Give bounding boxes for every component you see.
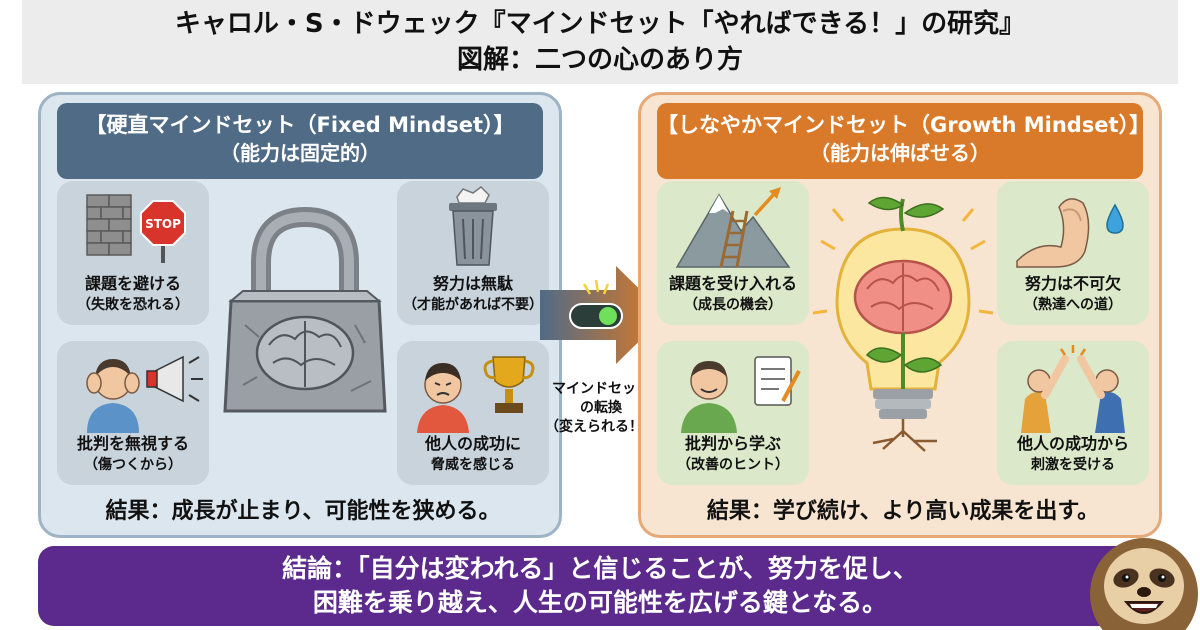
conclusion-banner: 結論：「自分は変われる」と信じることが、努力を促し、 困難を乗り越え、人生の可能… — [38, 546, 1162, 626]
stone-padlock-brain-icon — [223, 206, 387, 413]
high-five-icon — [1021, 345, 1125, 433]
fixed-item-ignore-criticism: 批判を無視する （傷つくから） — [57, 341, 209, 485]
fixed-item-effort-useless: 努力は無駄 （才能があれば不要） — [397, 181, 549, 325]
sloth-mascot-icon — [1090, 538, 1198, 630]
growth-item-inspired-by-success: 他人の成功から 刺激を受ける — [997, 341, 1149, 485]
growth-item-effort-essential: 努力は不可欠 （熟達への道） — [997, 181, 1149, 325]
growth-header-title: 【しなやかマインドセット（Growth Mindset）】 — [657, 113, 1151, 137]
growth-item-3-sublabel: （改善のヒント） — [677, 457, 789, 473]
growth-item-4-sublabel: 刺激を受ける — [1031, 457, 1115, 473]
growth-item-embrace-challenges: 課題を受け入れる （成長の機会） — [657, 181, 809, 325]
growth-item-1-label: 課題を受け入れる — [668, 274, 797, 293]
mindset-shift-arrow — [540, 260, 668, 370]
growth-item-3-label: 批判から学ぶ — [684, 434, 781, 453]
growth-item-learn-from-criticism: 批判から学ぶ （改善のヒント） — [657, 341, 809, 485]
mountain-ladder-icon — [675, 187, 791, 268]
frowning-person-trophy-icon — [417, 356, 535, 433]
mindset-shift-line-1: マインドセット — [552, 381, 650, 397]
fixed-item-3-label: 批判を無視する — [76, 434, 189, 453]
flexed-arm-sweat-icon — [1016, 198, 1124, 268]
mindset-shift-label: マインドセット の転換 （変えられる！） — [526, 380, 676, 437]
growth-item-2-label: 努力は不可欠 — [1024, 274, 1121, 293]
fixed-panel-header: 【硬直マインドセット（Fixed Mindset）】 （能力は固定的） — [57, 103, 543, 179]
fixed-header-subtitle: （能力は固定的） — [220, 141, 380, 165]
growth-item-1-sublabel: （成長の機会） — [684, 297, 782, 313]
growth-item-4-label: 他人の成功から — [1016, 434, 1129, 453]
fixed-item-2-sublabel: （才能があれば不要） — [403, 297, 543, 313]
person-covering-ears-megaphone-icon — [86, 355, 203, 433]
conclusion-line-2: 困難を乗り越え、人生の可能性を広げる鍵となる。 — [312, 588, 888, 617]
fixed-item-3-sublabel: （傷つくから） — [84, 457, 182, 473]
title-banner: キャロル・S・ドウェック『マインドセット「やればできる！」の研究』 図解：二つの… — [22, 0, 1178, 84]
stop-sign-text: STOP — [145, 217, 181, 231]
fixed-item-2-label: 努力は無駄 — [432, 274, 513, 293]
brick-wall-stop-icon: STOP — [86, 194, 186, 263]
fixed-item-1-sublabel: （失敗を恐れる） — [77, 297, 189, 313]
lightbulb-brain-sprout-icon — [813, 196, 993, 452]
fixed-item-4-sublabel: 脅威を感じる — [431, 457, 515, 473]
growth-mindset-panel: 【しなやかマインドセット（Growth Mindset）】 （能力は伸ばせる） … — [638, 92, 1162, 538]
fixed-result: 結果：成長が止まり、可能性を狭める。 — [105, 499, 501, 524]
growth-item-2-sublabel: （熟達への道） — [1024, 297, 1122, 313]
growth-header-subtitle: （能力は伸ばせる） — [810, 141, 990, 165]
person-notepad-icon — [681, 356, 801, 433]
arrow-toggle-switch-icon — [540, 266, 666, 364]
title-line-1: キャロル・S・ドウェック『マインドセット「やればできる！」の研究』 — [174, 9, 1026, 39]
trash-can-icon — [449, 186, 497, 266]
fixed-mindset-panel: 【硬直マインドセット（Fixed Mindset）】 （能力は固定的） STOP… — [38, 92, 562, 538]
conclusion-line-1: 結論：「自分は変われる」と信じることが、努力を促し、 — [282, 554, 918, 583]
fixed-header-title: 【硬直マインドセット（Fixed Mindset）】 — [85, 113, 515, 137]
fixed-item-threatened-by-success: 他人の成功に 脅威を感じる — [397, 341, 549, 485]
mindset-shift-line-3: （変えられる！） — [545, 419, 657, 435]
fixed-item-avoid-challenges: STOP 課題を避ける （失敗を恐れる） — [57, 181, 209, 325]
title-line-2: 図解：二つの心のあり方 — [456, 45, 743, 75]
fixed-item-4-label: 他人の成功に — [424, 434, 521, 453]
fixed-item-1-label: 課題を避ける — [84, 274, 181, 293]
mindset-shift-line-2: の転換 — [580, 400, 622, 416]
growth-result: 結果：学び続け、より高い成果を出す。 — [706, 499, 1100, 524]
growth-panel-header: 【しなやかマインドセット（Growth Mindset）】 （能力は伸ばせる） — [657, 103, 1151, 179]
